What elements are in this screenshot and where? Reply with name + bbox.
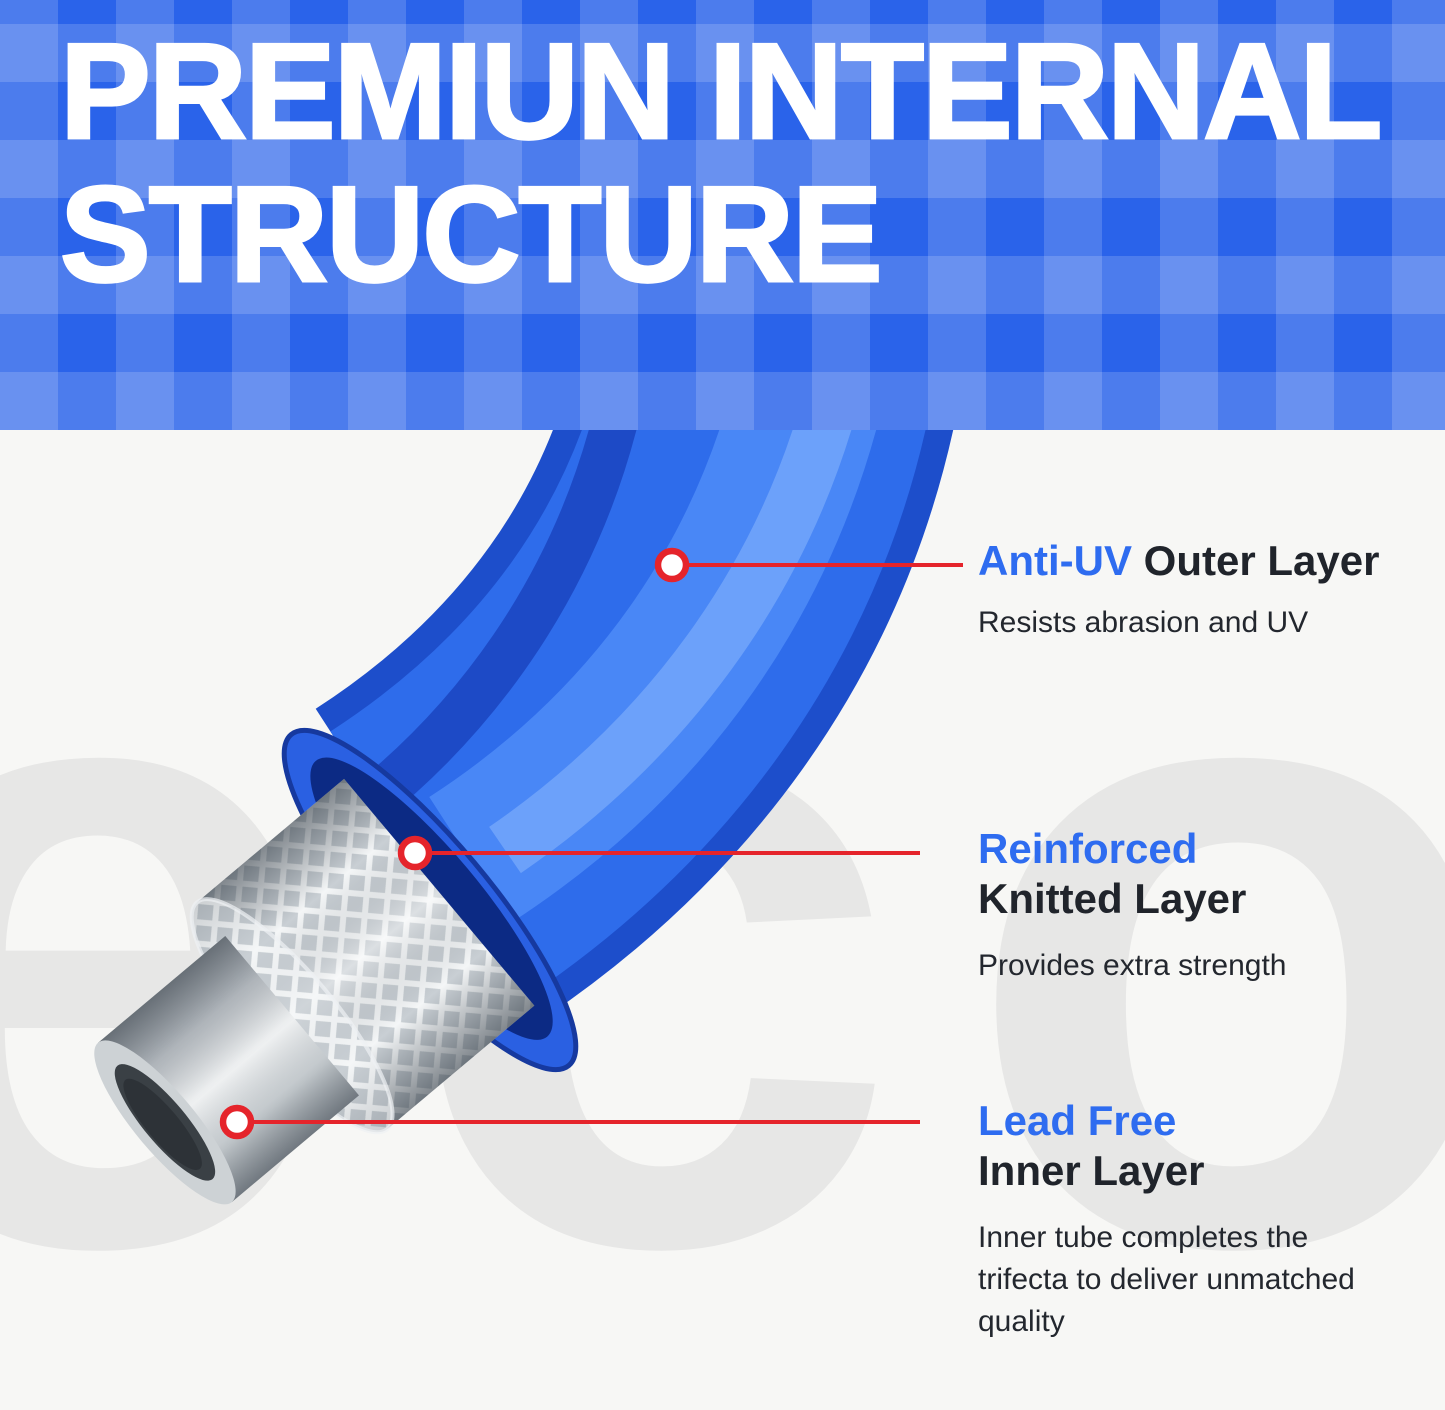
callout-outer-layer: Anti-UV Outer Layer Resists abrasion and… bbox=[978, 536, 1418, 644]
callout-outer-layer-title: Anti-UV Outer Layer bbox=[978, 536, 1418, 586]
callout-knitted-layer: Reinforced Knitted Layer Provides extra … bbox=[978, 824, 1418, 987]
header-banner: PREMIUN INTERNAL STRUCTURE bbox=[0, 0, 1445, 430]
callout-inner-layer-desc: Inner tube completes the trifecta to del… bbox=[978, 1220, 1355, 1338]
page-title: PREMIUN INTERNAL STRUCTURE bbox=[58, 15, 1383, 310]
callout-leader-lines bbox=[237, 563, 963, 1124]
hose-cutaway-illustration bbox=[94, 430, 963, 1205]
callout-outer-layer-accent: Anti-UV bbox=[978, 537, 1132, 584]
cutaway-cross-section bbox=[94, 727, 579, 1205]
callout-dot-inner-layer bbox=[219, 1104, 255, 1140]
callout-dot-outer-layer bbox=[654, 547, 690, 583]
callout-outer-layer-desc: Resists abrasion and UV bbox=[978, 606, 1309, 640]
callout-inner-layer-accent: Lead Free bbox=[978, 1097, 1177, 1144]
inner-tube bbox=[94, 936, 359, 1205]
callout-outer-layer-rest: Outer Layer bbox=[1143, 537, 1380, 584]
title-line-2: STRUCTURE bbox=[58, 157, 884, 310]
callout-inner-layer-title: Lead Free Inner Layer bbox=[978, 1096, 1363, 1197]
callout-inner-layer: Lead Free Inner Layer Inner tube complet… bbox=[978, 1096, 1363, 1343]
callout-knitted-layer-rest: Knitted Layer bbox=[978, 875, 1247, 923]
title-line-1: PREMIUN INTERNAL bbox=[58, 15, 1383, 167]
callout-dots bbox=[219, 547, 690, 1140]
callout-knitted-layer-accent: Reinforced bbox=[978, 825, 1198, 872]
callout-dot-knitted-layer bbox=[397, 835, 433, 871]
hose-outer-tube bbox=[314, 430, 954, 1032]
callout-knitted-layer-title: Reinforced Knitted Layer bbox=[978, 824, 1418, 925]
callout-knitted-layer-desc: Provides extra strength bbox=[978, 948, 1287, 982]
callout-inner-layer-rest: Inner Layer bbox=[978, 1147, 1205, 1195]
